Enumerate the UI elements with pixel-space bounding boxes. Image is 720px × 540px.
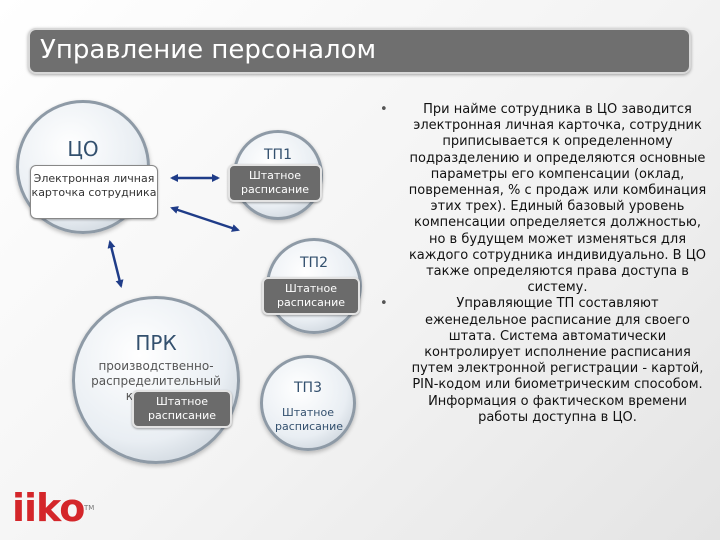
bullet-icon: •: [380, 296, 388, 312]
description-list: • При найме сотрудника в ЦО заводится эл…: [380, 102, 710, 426]
production-center-schedule-label: Штатное расписание: [147, 395, 216, 422]
point-2-title: ТП2: [300, 255, 328, 271]
employee-card-box: Электронная личная карточка сотрудника: [30, 165, 158, 219]
bullet-text: Управляющие ТП составляют еженедельное р…: [411, 296, 704, 425]
bullet-text: При найме сотрудника в ЦО заводится элек…: [408, 102, 707, 296]
production-center-title: ПРК: [135, 331, 177, 355]
point-1-schedule-label: Штатное расписание: [240, 169, 309, 196]
point-3-circle: ТП3 Штатное расписание: [260, 355, 356, 451]
bullet-item: • Управляющие ТП составляют еженедельное…: [380, 296, 710, 426]
employee-card-label: Электронная личная карточка сотрудника: [31, 172, 157, 199]
point-2-schedule-label: Штатное расписание: [276, 282, 345, 309]
page-title: Управление персоналом: [40, 35, 377, 65]
title-bar: Управление персоналом: [28, 28, 691, 74]
point-1-title: ТП1: [264, 147, 292, 163]
arrow-co-prk: [107, 240, 124, 288]
central-office-title: ЦО: [67, 137, 99, 161]
point-2-schedule-box: Штатное расписание: [262, 277, 360, 315]
production-center-schedule-box: Штатное расписание: [132, 390, 232, 428]
point-3-schedule-label: Штатное расписание: [275, 406, 344, 433]
point-3-title: ТП3: [294, 380, 322, 396]
bullet-item: • При найме сотрудника в ЦО заводится эл…: [380, 102, 710, 296]
bullet-icon: •: [380, 102, 388, 117]
iiko-logo: iiko: [12, 486, 85, 530]
point-1-schedule-box: Штатное расписание: [228, 164, 322, 202]
arrow-co-tp2: [170, 206, 240, 232]
logo-trademark: TM: [84, 504, 95, 512]
